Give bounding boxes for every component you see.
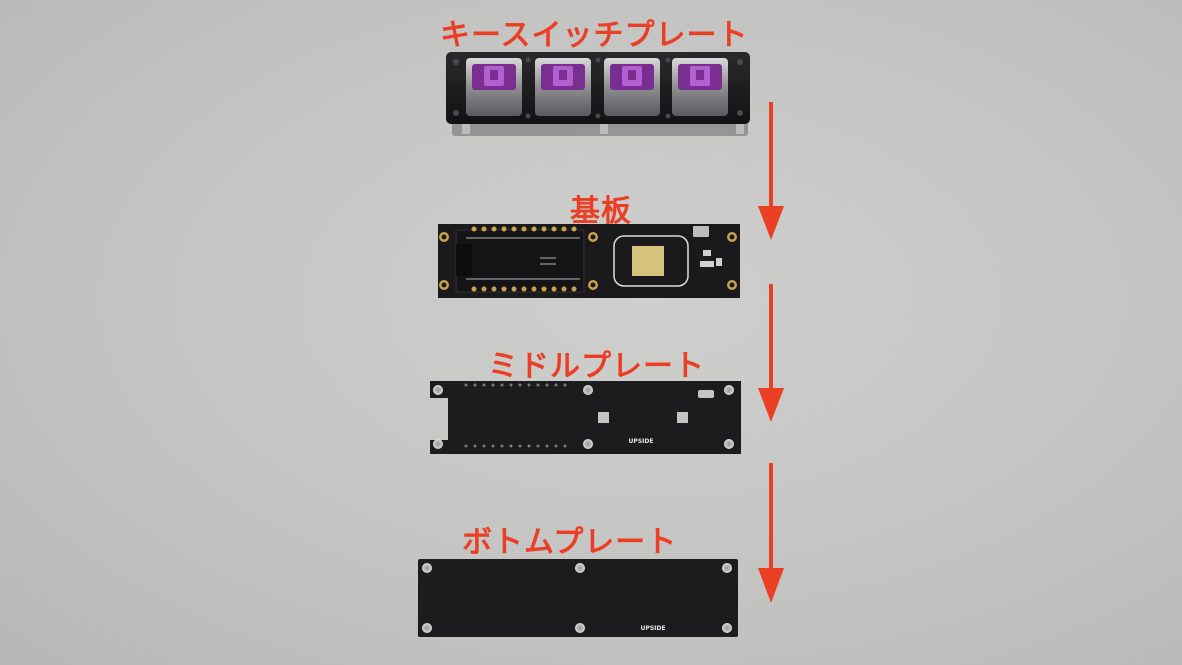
label-bottom-plate: ボトムプレート: [462, 525, 678, 560]
middle-plate-silkscreen: UPSIDE: [629, 438, 654, 445]
key-switch-1: [466, 58, 522, 116]
key-switch-plate: [446, 52, 750, 136]
label-middle-plate: ミドルプレート: [488, 349, 705, 384]
arrow-down-icon: [758, 284, 784, 422]
label-switch-plate: キースイッチプレート: [440, 18, 749, 53]
arrow-down-icon: [758, 102, 784, 240]
bottom-plate: UPSIDE: [418, 559, 738, 637]
bottom-plate-silkscreen: UPSIDE: [641, 625, 666, 632]
key-switch-3: [604, 58, 660, 116]
pcb-board: [438, 224, 740, 298]
key-switch-4: [672, 58, 728, 116]
label-pcb: 基板: [570, 194, 632, 229]
key-switch-2: [535, 58, 591, 116]
arrow-down-icon: [758, 463, 784, 603]
middle-plate: UPSIDE: [430, 381, 741, 454]
